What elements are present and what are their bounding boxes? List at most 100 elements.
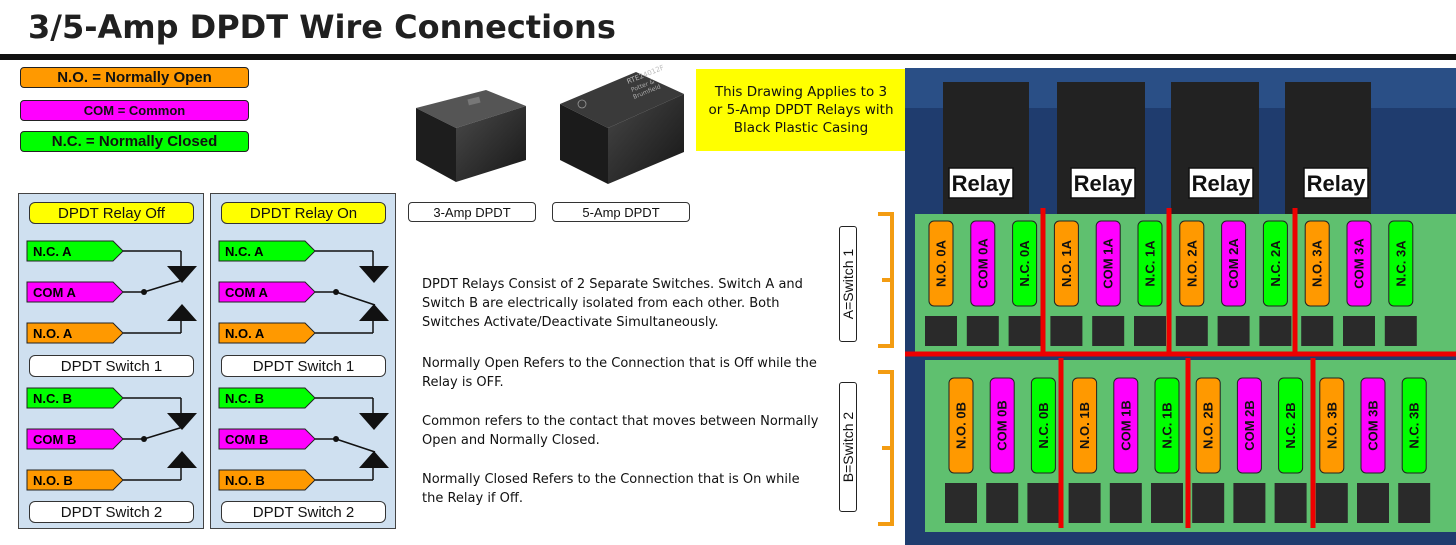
switch-b-side-text: B=Switch 2 <box>840 411 856 483</box>
terminal-label: COM 3B <box>1366 400 1381 451</box>
certification-mark-icon <box>577 99 587 109</box>
no-b-pill <box>218 469 316 491</box>
relay-label-1: Relay <box>1074 171 1133 196</box>
relay-on-title: DPDT Relay On <box>221 202 386 224</box>
terminal-pill <box>1346 220 1372 307</box>
terminal-slot <box>1315 483 1348 523</box>
terminal-label: N.O. 3A <box>1310 239 1325 287</box>
terminal-slot <box>1233 483 1266 523</box>
relay-off-switch-1: N.C. A COM A N.O. A <box>26 240 197 344</box>
com-b-pill <box>26 428 124 450</box>
com-a-label: COM A <box>33 285 76 300</box>
switch-a-side-text: A=Switch 1 <box>840 248 856 320</box>
terminal-slot <box>1068 483 1101 523</box>
no-b-pill <box>26 469 124 491</box>
relay-off-switch-1-label: DPDT Switch 1 <box>29 355 194 377</box>
nc-a-label: N.C. A <box>33 244 72 259</box>
relay-off-panel: DPDT Relay Off N.C. A COM A N.O. A N.C. … <box>18 193 204 529</box>
terminal-label: N.O. 2A <box>1184 239 1199 287</box>
relay-5amp-photo: RTE24012F Potter & Brumfield <box>552 64 692 188</box>
legend-com: COM = Common <box>20 100 249 121</box>
switch-b-side-label: B=Switch 2 <box>839 382 857 512</box>
terminal-slots-b <box>945 483 1431 523</box>
terminal-label: N.O. 2B <box>1201 402 1216 449</box>
com-b-blade <box>143 426 184 440</box>
nc-a-pill <box>26 240 124 262</box>
relay-on-switch-1: N.C. A COM A N.O. A <box>218 240 389 344</box>
com-b-label: COM B <box>33 432 76 447</box>
com-a-blade <box>335 291 376 306</box>
terminal-slot <box>1151 483 1183 523</box>
terminal-pill <box>1137 220 1163 307</box>
terminal-label: N.O. 1B <box>1077 402 1092 449</box>
relay-off-switch-2-label: DPDT Switch 2 <box>29 501 194 523</box>
terminal-pill <box>1319 377 1345 474</box>
terminal-slot <box>1175 316 1208 346</box>
terminal-pill <box>1072 377 1098 474</box>
no-b-contact <box>359 451 389 468</box>
terminal-label: COM 0A <box>975 238 990 289</box>
terminal-pill <box>1113 377 1139 474</box>
terminal-pill <box>1401 377 1427 474</box>
terminal-label: N.C. 1A <box>1143 240 1158 287</box>
nc-a-pill <box>218 240 316 262</box>
terminal-label: N.O. 1A <box>1059 239 1074 287</box>
relay-label-2: Relay <box>1192 171 1251 196</box>
terminal-label: N.C. 2A <box>1268 240 1283 287</box>
terminal-pill <box>1221 220 1247 307</box>
terminal-pill <box>989 377 1015 474</box>
terminal-pill <box>970 220 996 307</box>
no-b-contact <box>167 451 197 468</box>
no-a-pill <box>218 322 316 344</box>
terminal-label: COM 2B <box>1242 400 1257 451</box>
relay-on-switch-1-label: DPDT Switch 1 <box>221 355 386 377</box>
terminal-label: N.C. 3A <box>1393 240 1408 287</box>
terminal-pill <box>1030 377 1056 474</box>
terminal-label: N.C. 1B <box>1160 402 1175 448</box>
legend-nc: N.C. = Normally Closed <box>20 131 249 152</box>
terminal-label: N.O. 0B <box>954 402 969 449</box>
terminal-pill <box>1154 377 1180 474</box>
terminal-label: N.O. 3B <box>1324 402 1339 449</box>
relay-off-title: DPDT Relay Off <box>29 202 194 224</box>
terminal-label: COM 0B <box>995 400 1010 451</box>
terminal-pill <box>1388 220 1414 307</box>
terminal-label: COM 3A <box>1352 238 1367 289</box>
terminal-slot <box>1398 483 1431 523</box>
terminal-pill <box>1360 377 1386 474</box>
terminal-slot <box>1301 316 1334 346</box>
nc-b-contact <box>167 413 197 430</box>
terminal-slot <box>1357 483 1389 523</box>
title-rule <box>0 54 1456 60</box>
no-b-label: N.O. B <box>225 473 265 488</box>
no-a-pill <box>26 322 124 344</box>
no-b-label: N.O. B <box>33 473 73 488</box>
terminal-label: N.C. 3B <box>1407 402 1422 448</box>
terminal-slot <box>925 316 957 346</box>
terminal-slot <box>1008 316 1041 346</box>
terminal-pill <box>1236 377 1262 474</box>
terminal-label: N.O. 0A <box>934 239 949 287</box>
terminal-slot <box>986 483 1019 523</box>
com-b-label: COM B <box>225 432 268 447</box>
paragraph-common: Common refers to the contact that moves … <box>422 414 819 448</box>
legend-no: N.O. = Normally Open <box>20 67 249 88</box>
terminal-pill <box>1278 377 1304 474</box>
nc-b-pill <box>218 387 316 409</box>
nc-a-contact <box>359 266 389 283</box>
terminal-label: COM 2A <box>1226 238 1241 289</box>
relay-on-diagram: N.C. A COM A N.O. A N.C. B COM B <box>218 240 389 491</box>
relay-label-0: Relay <box>952 171 1011 196</box>
com-a-pill <box>26 281 124 303</box>
com-a-pill <box>218 281 316 303</box>
terminal-slot <box>966 316 999 346</box>
relay-off-diagram: N.C. A COM A N.O. A N.C. B COM B <box>26 240 197 491</box>
terminal-label: COM 1A <box>1101 238 1116 289</box>
no-a-contact <box>359 304 389 321</box>
terminal-pill <box>1179 220 1205 307</box>
side-brackets <box>878 212 894 526</box>
terminal-pill <box>1053 220 1079 307</box>
terminal-slot <box>1109 483 1142 523</box>
